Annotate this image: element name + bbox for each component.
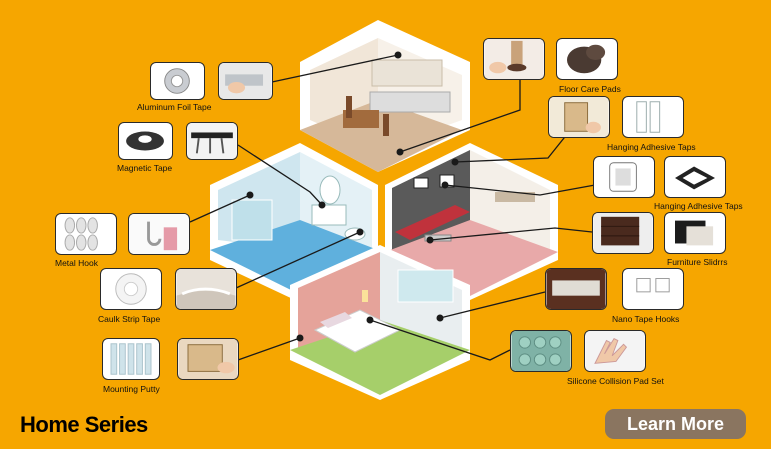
bathroom-room — [210, 143, 378, 300]
caulk-strip-tape-image[interactable] — [100, 268, 162, 310]
hanging-adhesive-taps-image-1[interactable] — [622, 96, 684, 138]
silicone-collision-pad-use-image[interactable] — [584, 330, 646, 372]
mounting-putty-use-image[interactable] — [177, 338, 239, 380]
nano-tape-hooks-image[interactable] — [622, 268, 684, 310]
floor-care-pads-label: Floor Care Pads — [559, 84, 621, 94]
hanging-adhesive-taps-label-1: Hanging Adhesive Taps — [607, 142, 696, 152]
magnetic-tape-label: Magnetic Tape — [117, 163, 173, 173]
furniture-sliders-label: Furniture Slidrrs — [667, 257, 728, 267]
bedroom-room — [290, 245, 470, 400]
furniture-sliders-image[interactable] — [664, 212, 726, 254]
callout-dots — [246, 51, 459, 342]
caulk-strip-tape-label: Caulk Strip Tape — [98, 314, 161, 324]
magnetic-tape-image[interactable] — [118, 122, 173, 160]
metal-hook-image[interactable] — [55, 213, 117, 255]
furniture-sliders-use-image[interactable] — [592, 212, 654, 254]
metal-hook-label: Metal Hook — [55, 258, 98, 268]
learn-more-button[interactable]: Learn More — [605, 409, 746, 439]
hanging-adhesive-taps-image-2[interactable] — [593, 156, 655, 198]
floor-care-pads-image[interactable] — [556, 38, 618, 80]
magnetic-tape-use-image[interactable] — [186, 122, 238, 160]
silicone-collision-pad-set-label: Silicone Collision Pad Set — [567, 376, 664, 386]
hanging-adhesive-taps-label-2: Hanging Adhesive Taps — [654, 201, 743, 211]
silicone-collision-pad-image[interactable] — [510, 330, 572, 372]
mounting-putty-label: Mounting Putty — [103, 384, 160, 394]
caulk-strip-tape-use-image[interactable] — [175, 268, 237, 310]
nano-tape-hooks-use-image[interactable] — [545, 268, 607, 310]
series-title: Home Series — [20, 412, 148, 437]
nano-tape-hooks-label: Nano Tape Hooks — [612, 314, 680, 324]
hanging-adhesive-taps-use-image-1[interactable] — [548, 96, 610, 138]
aluminum-foil-tape-label: Aluminum Foil Tape — [137, 102, 212, 112]
hanging-adhesive-taps-use-image-2[interactable] — [664, 156, 726, 198]
aluminum-foil-tape-use-image[interactable] — [218, 62, 273, 100]
mounting-putty-image[interactable] — [102, 338, 160, 380]
metal-hook-use-image[interactable] — [128, 213, 190, 255]
kitchen-room — [300, 20, 470, 172]
aluminum-foil-tape-image[interactable] — [150, 62, 205, 100]
floor-care-pads-use-image[interactable] — [483, 38, 545, 80]
